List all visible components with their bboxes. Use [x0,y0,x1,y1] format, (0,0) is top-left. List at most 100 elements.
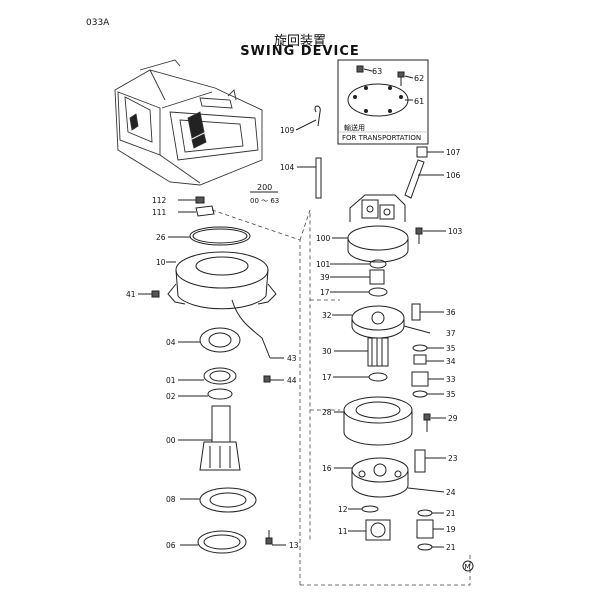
part-label-08: 08 [166,495,176,504]
inset-label-en: FOR TRANSPORTATION [342,134,421,142]
part-label-30: 30 [322,347,332,356]
bolt-13 [265,530,286,546]
part-label-17-lower: 17 [322,373,332,382]
gear-39 [330,269,385,285]
gear-33 [411,371,444,387]
part-label-16: 16 [322,464,332,473]
part-label-21-upper: 21 [446,509,456,518]
ring-gear-28 [334,396,413,446]
bearing-11 [348,519,391,541]
part-label-21-lower: 21 [446,543,456,552]
title-japanese: 旋回装置 [273,34,326,49]
part-label-36: 36 [446,308,456,317]
plate-111 [178,205,215,217]
corner-mark: M [462,560,474,572]
shaft-00 [178,405,241,471]
part-label-109: 109 [280,126,295,135]
bolt-icon [397,71,405,86]
bolt-41 [138,290,160,298]
bolt-29 [423,413,446,432]
part-label-19: 19 [446,525,456,534]
ring-02 [178,388,233,400]
bolt-112 [178,196,205,204]
bolt-103 [415,227,446,244]
washer-12 [348,505,379,513]
inset-part-63: 63 [372,67,382,76]
gear-19 [416,519,444,539]
part-label-13: 13 [289,541,299,550]
inset-part-61: 61 [414,97,424,106]
pin-23 [414,449,446,473]
assembly-boundary [211,209,471,586]
part-label-35-lower: 35 [446,390,456,399]
pin-36 [411,303,444,321]
part-label-43: 43 [287,354,297,363]
part-label-112: 112 [152,196,167,205]
part-label-28: 28 [322,408,332,417]
part-label-101: 101 [316,260,331,269]
level-gauge-106 [404,146,444,199]
washer-35b [412,390,444,398]
part-label-111: 111 [152,208,167,217]
swing-motor-100 [332,194,409,263]
assembly-reference: 200 00 ～ 63 [250,183,279,205]
part-label-103: 103 [448,227,463,236]
plate-08 [180,487,257,513]
seal-06 [180,530,247,554]
seal-01 [178,367,237,385]
plug-icon [356,65,364,73]
part-label-32: 32 [322,311,332,320]
assembly-number: 200 [257,183,272,192]
bearing-34 [413,354,444,365]
part-label-02: 02 [166,392,176,401]
part-label-33: 33 [446,375,456,384]
part-label-12: 12 [338,505,348,514]
part-label-17-upper: 17 [320,288,330,297]
part-label-24: 24 [446,488,456,497]
plug-44 [263,375,284,383]
washer-17b [333,372,388,382]
pipe-104 [297,157,322,199]
part-label-34: 34 [446,357,456,366]
part-label-107: 107 [446,148,461,157]
gear-30 [334,337,389,367]
part-label-104: 104 [280,163,295,172]
part-label-00: 00 [166,436,176,445]
cover-plate-icon [347,83,409,117]
dipstick-109 [295,105,321,131]
assembly-range: 00 ～ 63 [250,197,279,205]
part-label-41: 41 [126,290,136,299]
washer-21a [417,509,444,517]
carrier-32 [332,305,431,339]
washer-21b [417,543,444,551]
part-label-39: 39 [320,273,330,282]
part-label-11: 11 [338,527,348,536]
hose-43 [231,299,284,359]
part-label-06: 06 [166,541,176,550]
title-english: SWING DEVICE [240,44,360,59]
excavator-sketch [114,59,263,186]
bearing-04 [178,327,241,353]
transportation-inset: 63 62 61 輸送用 FOR TRANSPORTATION [337,59,429,145]
part-label-106: 106 [446,171,461,180]
part-label-37: 37 [446,329,456,338]
carrier-16 [334,457,445,498]
corner-mark-letter: M [465,563,471,571]
washer-17a [330,287,388,297]
inset-part-62: 62 [414,74,424,83]
part-label-04: 04 [166,338,176,347]
o-ring-26 [168,226,251,246]
part-label-44: 44 [287,376,297,385]
page-code: 033A [86,18,110,28]
gear-101 [330,259,387,269]
washer-35a [412,344,444,352]
part-label-01: 01 [166,376,176,385]
part-label-23: 23 [448,454,458,463]
housing-10 [166,251,277,310]
part-label-26: 26 [156,233,166,242]
inset-label-jp: 輸送用 [344,123,365,132]
part-label-100: 100 [316,234,331,243]
part-label-10: 10 [156,258,166,267]
part-label-35-upper: 35 [446,344,456,353]
